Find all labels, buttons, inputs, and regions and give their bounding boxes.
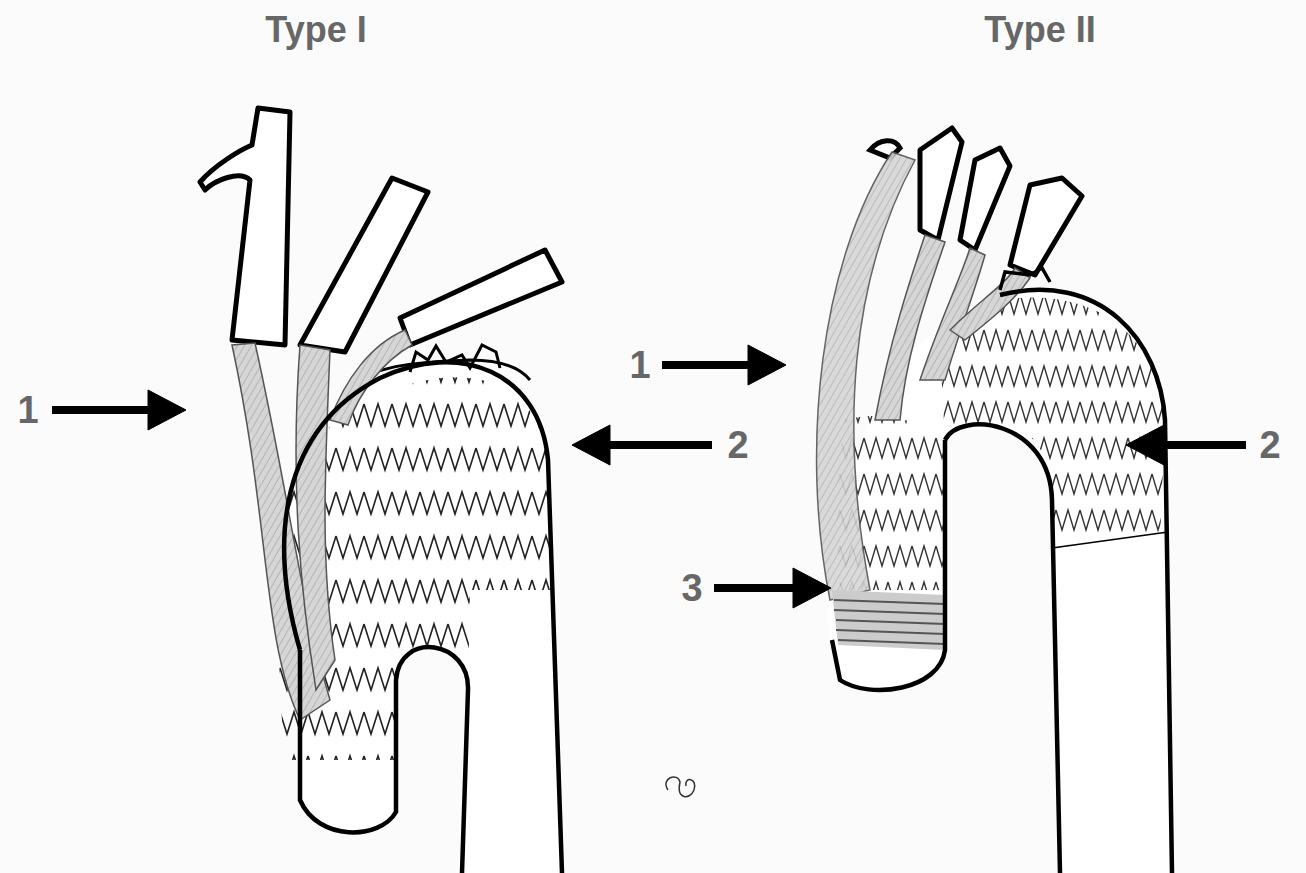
callout-arrows [52,345,1246,608]
callout-number: 2 [727,426,748,464]
callout-number: 3 [681,569,702,607]
callout-number: 1 [629,346,650,384]
panel-heading: Type II [984,12,1095,48]
callout-number: 2 [1259,426,1280,464]
panel-heading: Type I [265,12,366,48]
callout-number: 1 [17,391,38,429]
